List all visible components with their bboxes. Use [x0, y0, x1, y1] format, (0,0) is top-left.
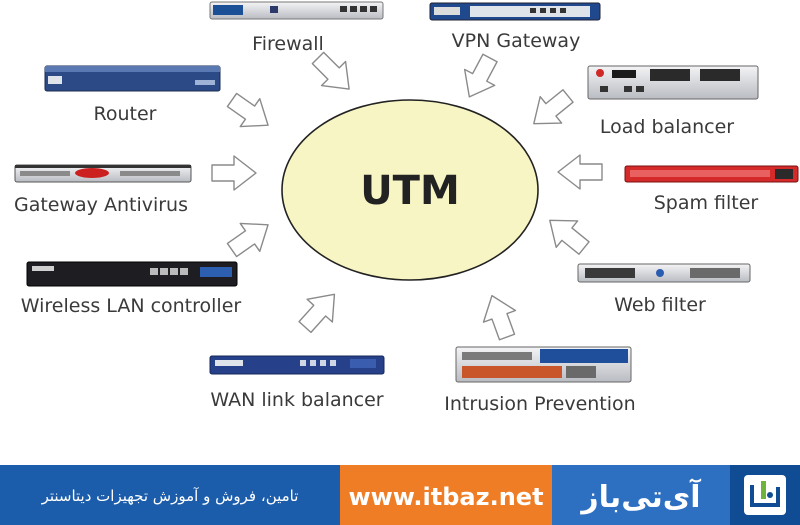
firewall-label: Firewall [252, 33, 324, 55]
footer-tagline-panel [0, 465, 340, 525]
spam-filter-arrow [557, 154, 603, 190]
load-balancer-device-image [587, 65, 759, 100]
intrusion-prevention-device-image [455, 346, 632, 383]
load-balancer-arrow [522, 82, 580, 138]
footer-banner: تامین، فروش و آموزش تجهیزات دیتاسنتر www… [0, 465, 800, 525]
footer-brand-name: آی‌تی‌باز [579, 478, 701, 515]
web-filter-arrow [538, 206, 596, 262]
spam-filter-device-image [624, 165, 799, 183]
gateway-antivirus-arrow [211, 155, 257, 191]
utm-hub [281, 99, 539, 281]
router-arrow [221, 85, 279, 140]
utm-hub-label: UTM [360, 168, 460, 214]
footer-brand-panel [552, 465, 730, 525]
web-filter-device-image [577, 263, 751, 283]
footer-url-link[interactable]: www.itbaz.net [348, 483, 543, 511]
wan-link-balancer-arrow [291, 282, 348, 340]
gateway-antivirus-device-image [14, 164, 192, 183]
vpn-gateway-device-image [429, 2, 601, 21]
wireless-lan-controller-arrow [221, 210, 279, 265]
utm-diagram: UTM Firewall VPN Gateway Router Load bal… [14, 1, 799, 415]
footer-tagline: تامین، فروش و آموزش تجهیزات دیتاسنتر [41, 487, 299, 505]
spam-filter-label: Spam filter [654, 192, 759, 214]
wan-link-balancer-device-image [209, 355, 385, 375]
web-filter-label: Web filter [614, 294, 706, 316]
intrusion-prevention-arrow [475, 289, 524, 344]
itbaz-logo [744, 475, 786, 515]
router-label: Router [94, 103, 157, 125]
intrusion-prevention-label: Intrusion Prevention [444, 393, 635, 415]
firewall-device-image [209, 1, 384, 20]
vpn-gateway-label: VPN Gateway [452, 30, 581, 52]
router-device-image [44, 65, 221, 92]
wan-link-balancer-label: WAN link balancer [210, 389, 383, 411]
vpn-gateway-arrow [453, 49, 506, 106]
footer-url-panel [340, 465, 552, 525]
wireless-lan-controller-device-image [26, 261, 238, 287]
wireless-lan-controller-label: Wireless LAN controller [21, 295, 242, 317]
load-balancer-label: Load balancer [600, 116, 734, 138]
gateway-antivirus-label: Gateway Antivirus [14, 194, 188, 216]
